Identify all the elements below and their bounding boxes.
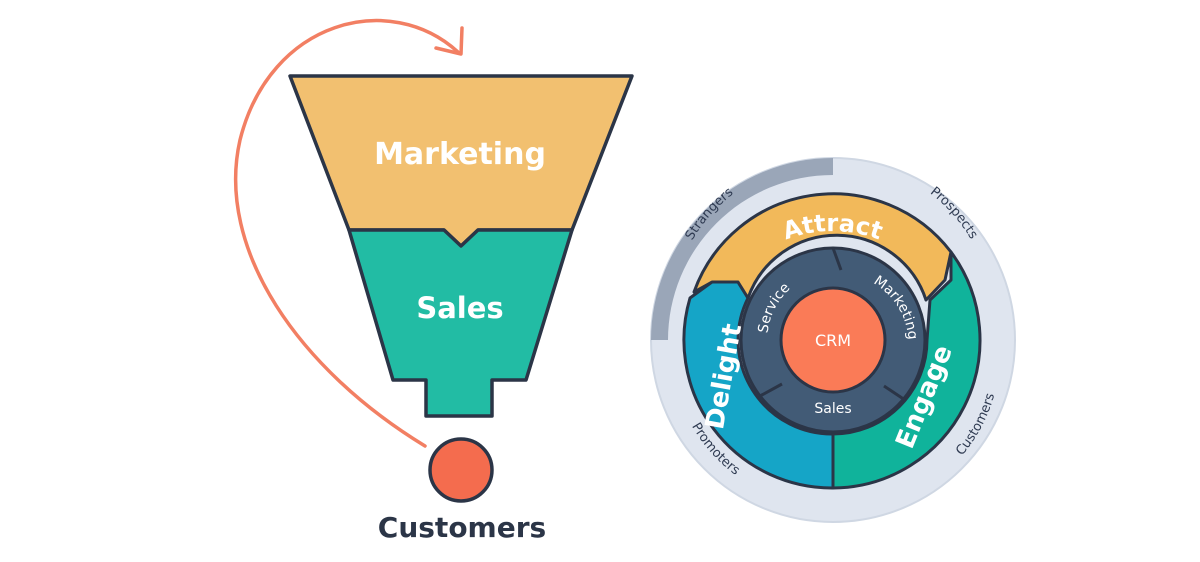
- outer-ring-shadow: [651, 158, 833, 340]
- flywheel-diagram: Strangers Prospects Customers Promoters …: [650, 157, 1016, 523]
- inner-ring-divider-1: [831, 247, 843, 271]
- segment-engage: [831, 250, 982, 490]
- crm-label: CRM: [815, 331, 851, 350]
- segment-attract: [692, 192, 953, 302]
- funnel-diagram: Marketing Sales Customers: [234, 18, 634, 544]
- loop-arrow: [234, 18, 460, 448]
- loop-arrowhead: [434, 26, 464, 56]
- inner-ring-divider-2: [883, 384, 906, 402]
- funnel-customers-label: Customers: [378, 511, 546, 544]
- inner-label-sales: Sales: [814, 401, 851, 417]
- crm-core: [779, 286, 887, 394]
- inner-ring-divider-3: [759, 382, 783, 398]
- customer-dot: [428, 437, 494, 503]
- funnel-sales-label: Sales: [416, 291, 503, 325]
- segment-delight: [682, 280, 835, 490]
- funnel-marketing-label: Marketing: [374, 137, 546, 172]
- funnel-sales-section: [347, 228, 574, 418]
